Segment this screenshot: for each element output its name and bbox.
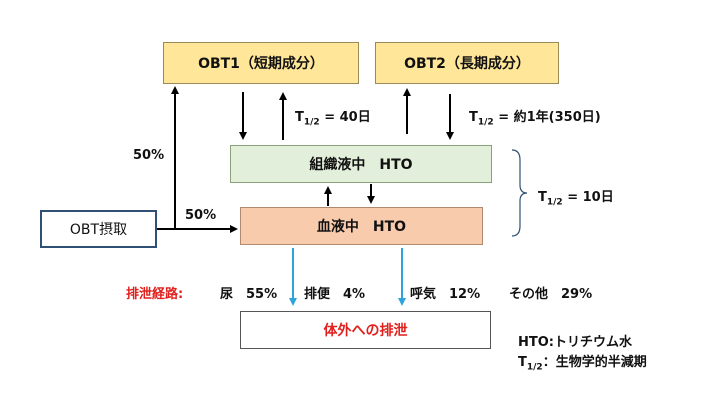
obt-intake-label: OBT摂取 <box>69 222 128 238</box>
legend-hto: HTO:トリチウム水 <box>518 335 632 350</box>
percent-to-blood: 50% <box>185 208 217 223</box>
legend-half-life: T1/2：生物学的半減期 <box>518 351 647 373</box>
half-life-symbol: T <box>469 110 478 125</box>
tissue-fluid-label: 組織液中 HTO <box>309 157 413 173</box>
half-life-obt1: T1/2 = 40日 <box>295 106 371 128</box>
excretion-box: 体外への排泄 <box>240 311 491 349</box>
obt1-box: OBT1（短期成分） <box>163 42 359 84</box>
excretion-breath: 呼気 12% <box>410 287 481 302</box>
blood-label: 血液中 HTO <box>316 219 407 235</box>
obt-intake-box: OBT摂取 <box>40 210 157 248</box>
blood-box: 血液中 HTO <box>240 207 483 245</box>
half-life-subscript: 1/2 <box>477 117 494 128</box>
half-life-symbol: T <box>295 110 304 125</box>
half-life-subscript: 1/2 <box>546 197 563 208</box>
obt2-label: OBT2（長期成分） <box>404 56 530 72</box>
excretion-urine: 尿 55% <box>220 287 278 302</box>
legend-half-life-text: ：生物学的半減期 <box>542 355 647 370</box>
half-life-tissue: T1/2 = 10日 <box>538 186 614 208</box>
excretion-label: 体外への排泄 <box>323 323 408 339</box>
half-life-subscript: 1/2 <box>526 362 543 373</box>
excretion-route-title: 排泄経路: <box>126 287 184 302</box>
half-life-bracket <box>511 149 528 237</box>
excretion-other: その他 29% <box>509 287 593 302</box>
tissue-fluid-box: 組織液中 HTO <box>230 145 492 183</box>
half-life-subscript: 1/2 <box>303 117 320 128</box>
excretion-feces: 排便 4% <box>304 287 366 302</box>
half-life-obt2-value: = 約1年(350日) <box>493 110 601 125</box>
half-life-tissue-value: = 10日 <box>562 190 614 205</box>
half-life-obt1-value: = 40日 <box>319 110 371 125</box>
half-life-symbol: T <box>518 355 527 370</box>
percent-to-obt1: 50% <box>133 148 165 163</box>
obt1-label: OBT1（短期成分） <box>198 56 324 72</box>
half-life-obt2: T1/2 = 約1年(350日) <box>469 106 601 128</box>
half-life-symbol: T <box>538 190 547 205</box>
obt2-box: OBT2（長期成分） <box>375 42 559 84</box>
